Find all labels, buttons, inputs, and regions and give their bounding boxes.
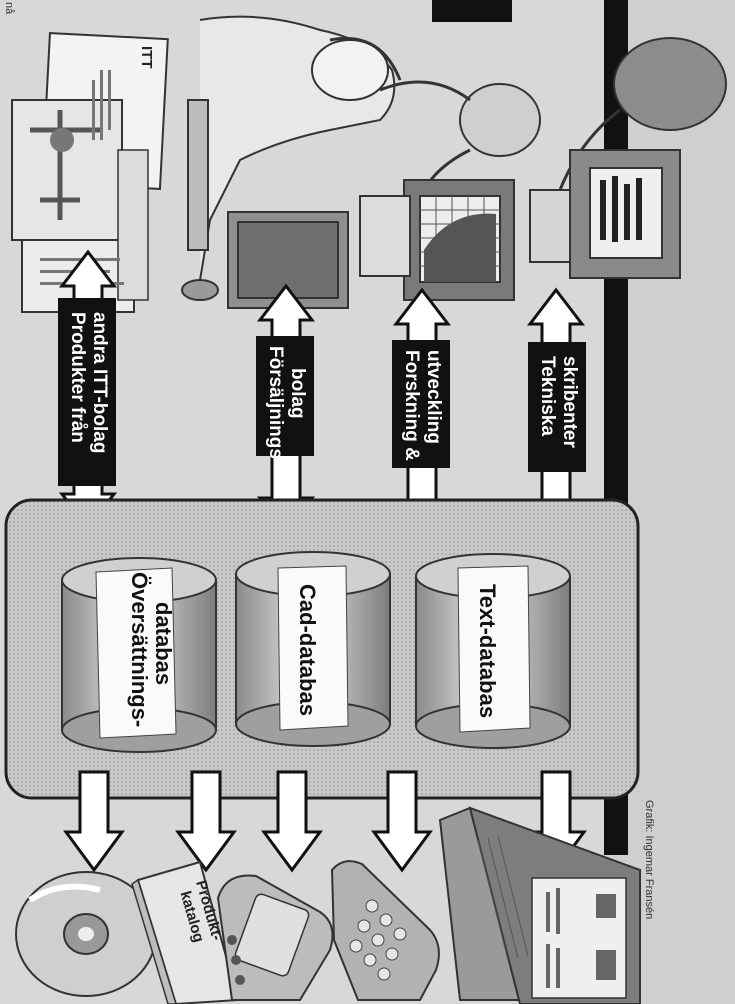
source-label-4: Tekniska skribenter <box>528 342 586 472</box>
pda-illustration <box>218 875 332 1000</box>
source-label-3-line1: Forskning & <box>401 350 422 461</box>
brochure-logo: ITT <box>138 46 155 69</box>
database-3-line1: Text-databas <box>475 584 500 718</box>
source-label-2-line1: Försäljnings- <box>265 346 286 465</box>
office-people-illustration <box>182 17 726 308</box>
graphics-credit: Grafik: Ingemar Fransén <box>643 800 655 919</box>
vertical-divider-bottom <box>604 790 628 855</box>
database-cylinder-3: Text-databas <box>416 554 570 748</box>
database-1-line1: Översättnings- <box>127 572 152 727</box>
top-left-fragment: nå <box>3 2 15 15</box>
source-label-1-line2: andra ITT-bolag <box>89 312 110 453</box>
source-label-1: Produkter från andra ITT-bolag <box>58 298 116 486</box>
source-label-4-line1: Tekniska <box>537 356 558 436</box>
source-label-3: Forskning & utveckling <box>392 340 450 468</box>
source-label-2: Försäljnings- bolag <box>256 336 314 465</box>
source-label-3-line2: utveckling <box>423 350 444 444</box>
source-label-4-line2: skribenter <box>559 356 580 448</box>
database-cylinder-2: Cad-databas <box>236 552 390 746</box>
top-black-bar <box>432 0 512 22</box>
database-cylinder-1: Översättnings- databas <box>62 558 216 752</box>
source-label-2-line2: bolag <box>287 368 308 419</box>
database-2-line1: Cad-databas <box>295 584 320 716</box>
source-label-1-line1: Produkter från <box>67 312 88 443</box>
database-1-line2: databas <box>151 602 176 685</box>
mobile-phone-illustration <box>332 861 439 1000</box>
